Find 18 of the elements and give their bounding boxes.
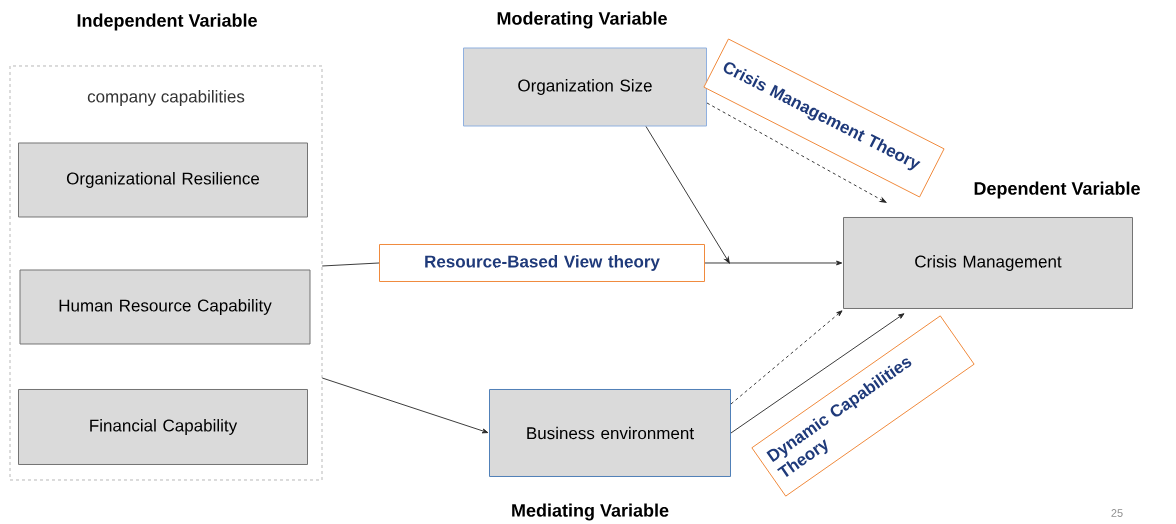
variable-heading: Independent Variable bbox=[77, 13, 257, 31]
variable-box: Financial Capability bbox=[18, 389, 308, 465]
variable-heading: Mediating Variable bbox=[512, 503, 669, 521]
arrow bbox=[645, 126, 730, 264]
theory-box: Resource-Based View theory bbox=[379, 244, 705, 282]
variable-box: Organizational Resilience bbox=[18, 142, 308, 218]
arrow bbox=[704, 260, 843, 266]
group-title: company capabilities bbox=[87, 90, 245, 106]
variable-box: Human Resource Capability bbox=[19, 269, 311, 345]
arrow bbox=[730, 310, 843, 405]
page-number: 25 bbox=[1111, 509, 1123, 517]
arrow bbox=[321, 377, 489, 434]
variable-box: Organization Size bbox=[463, 47, 707, 127]
variable-heading: Dependent Variable bbox=[974, 181, 1140, 199]
variable-heading: Moderating Variable bbox=[497, 11, 667, 29]
variable-box: Crisis Management bbox=[843, 217, 1133, 309]
variable-box: Business environment bbox=[489, 389, 731, 477]
arrow bbox=[730, 313, 905, 434]
